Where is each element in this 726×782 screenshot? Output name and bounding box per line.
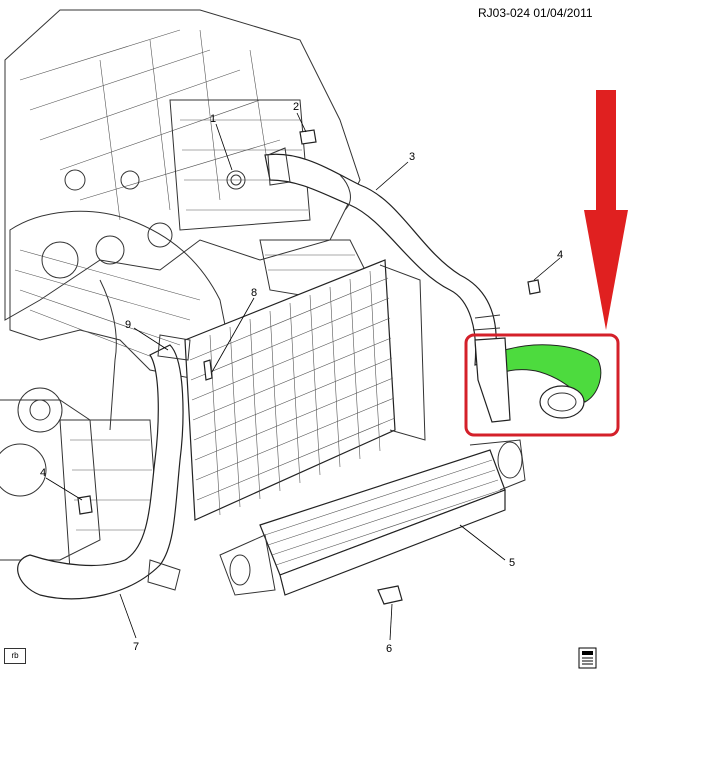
callout-8: 8 xyxy=(251,287,257,299)
highlight-box xyxy=(464,333,620,437)
rb-tag: rb xyxy=(4,648,26,664)
charge-air-inlet-hose xyxy=(17,334,191,600)
callout-3: 3 xyxy=(409,151,415,163)
radiator xyxy=(184,259,426,521)
callout-9: 9 xyxy=(125,319,131,331)
callout-7: 7 xyxy=(133,641,139,653)
callout-1: 1 xyxy=(210,113,216,125)
callout-4-upper: 4 xyxy=(557,249,563,261)
charge-air-cooler xyxy=(219,439,526,596)
callout-5: 5 xyxy=(509,557,515,569)
highlighted-hose xyxy=(474,337,602,423)
callout-4-lower: 4 xyxy=(40,467,46,479)
engine-compartment-art xyxy=(0,9,371,571)
callout-2: 2 xyxy=(293,101,299,113)
callout-labels: 1 2 3 4 4 5 6 7 8 9 xyxy=(40,101,563,655)
red-arrow-icon xyxy=(584,90,628,330)
fasteners xyxy=(77,129,541,605)
callout-6: 6 xyxy=(386,643,392,655)
document-stack-icon xyxy=(578,647,597,669)
leader-lines xyxy=(45,112,561,641)
drawing-reference: RJ03-024 01/04/2011 xyxy=(478,6,593,20)
